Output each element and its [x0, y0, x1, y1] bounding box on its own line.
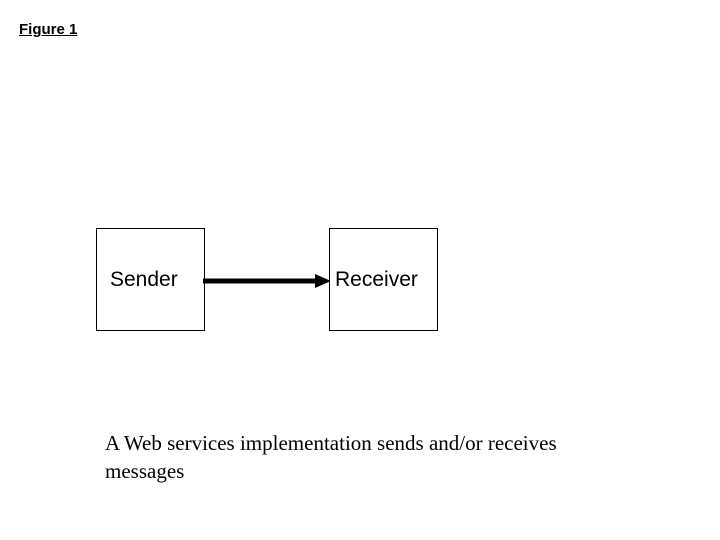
diagram-node-sender[interactable]: Sender [96, 228, 205, 331]
diagram-node-sender-label: Sender [110, 267, 178, 291]
diagram-node-receiver[interactable]: Receiver [329, 228, 438, 331]
diagram-node-receiver-label: Receiver [335, 267, 418, 291]
figure-caption: A Web services implementation sends and/… [105, 431, 557, 483]
page-title: Figure 1 [19, 21, 78, 38]
flow-arrow-sender-to-receiver [203, 268, 331, 294]
arrow-icon [203, 274, 331, 288]
